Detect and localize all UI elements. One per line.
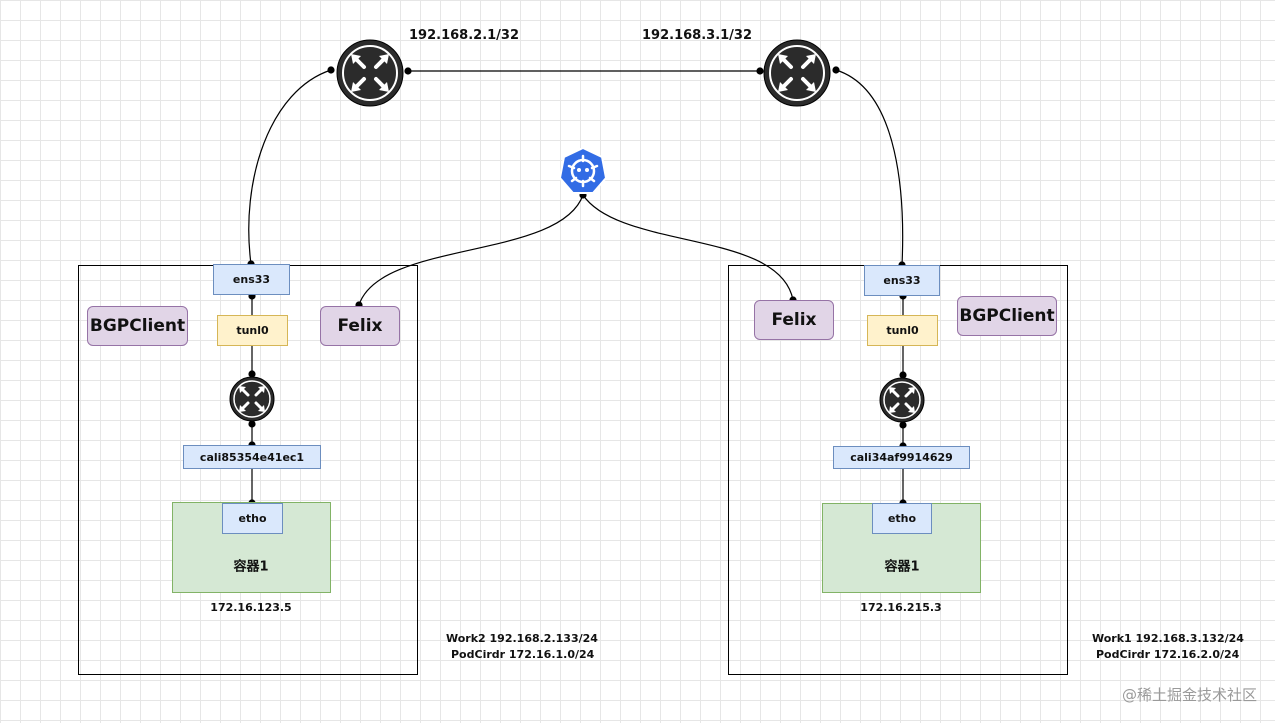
container-ip: 172.16.215.3 xyxy=(860,601,942,614)
watermark: @稀土掘金技术社区 xyxy=(1121,686,1257,704)
tunl0-interface: tunl0 xyxy=(217,315,288,346)
container-name: 容器1 xyxy=(884,559,920,575)
link-k8s-right-felix xyxy=(582,194,797,304)
link-right-router-ens33 xyxy=(832,66,906,269)
router-ip-label-left: 192.168.2.1/32 xyxy=(409,28,520,43)
ens33-interface: ens33 xyxy=(864,265,940,296)
bgp-client: BGPClient xyxy=(87,306,188,346)
ens33-interface: ens33 xyxy=(213,264,290,295)
router-icon xyxy=(336,39,404,107)
felix-agent: Felix xyxy=(320,306,400,346)
worker-info-line2: PodCirdr 172.16.1.0/24 xyxy=(451,648,595,661)
bgp-client: BGPClient xyxy=(957,296,1057,336)
kubernetes-helm-icon xyxy=(558,146,608,194)
etho-interface: etho xyxy=(222,503,283,534)
router-ip-label-right: 192.168.3.1/32 xyxy=(642,28,753,43)
router-icon xyxy=(229,376,275,422)
tunl0-interface: tunl0 xyxy=(867,315,938,346)
link-left-router-ens33 xyxy=(247,66,335,268)
container-ip: 172.16.123.5 xyxy=(210,601,292,614)
container-name: 容器1 xyxy=(233,559,269,575)
etho-interface: etho xyxy=(872,503,932,534)
router-icon xyxy=(879,377,925,423)
worker-info-line2: PodCirdr 172.16.2.0/24 xyxy=(1096,648,1240,661)
worker-info-line1: Work2 192.168.2.133/24 xyxy=(446,632,598,645)
cali-veth-interface: cali85354e41ec1 xyxy=(183,445,321,469)
cali-veth-interface: cali34af9914629 xyxy=(833,446,970,469)
link-k8s-left-felix xyxy=(355,191,587,309)
felix-agent: Felix xyxy=(754,300,834,340)
worker-info-line1: Work1 192.168.3.132/24 xyxy=(1092,632,1244,645)
router-icon xyxy=(763,39,831,107)
